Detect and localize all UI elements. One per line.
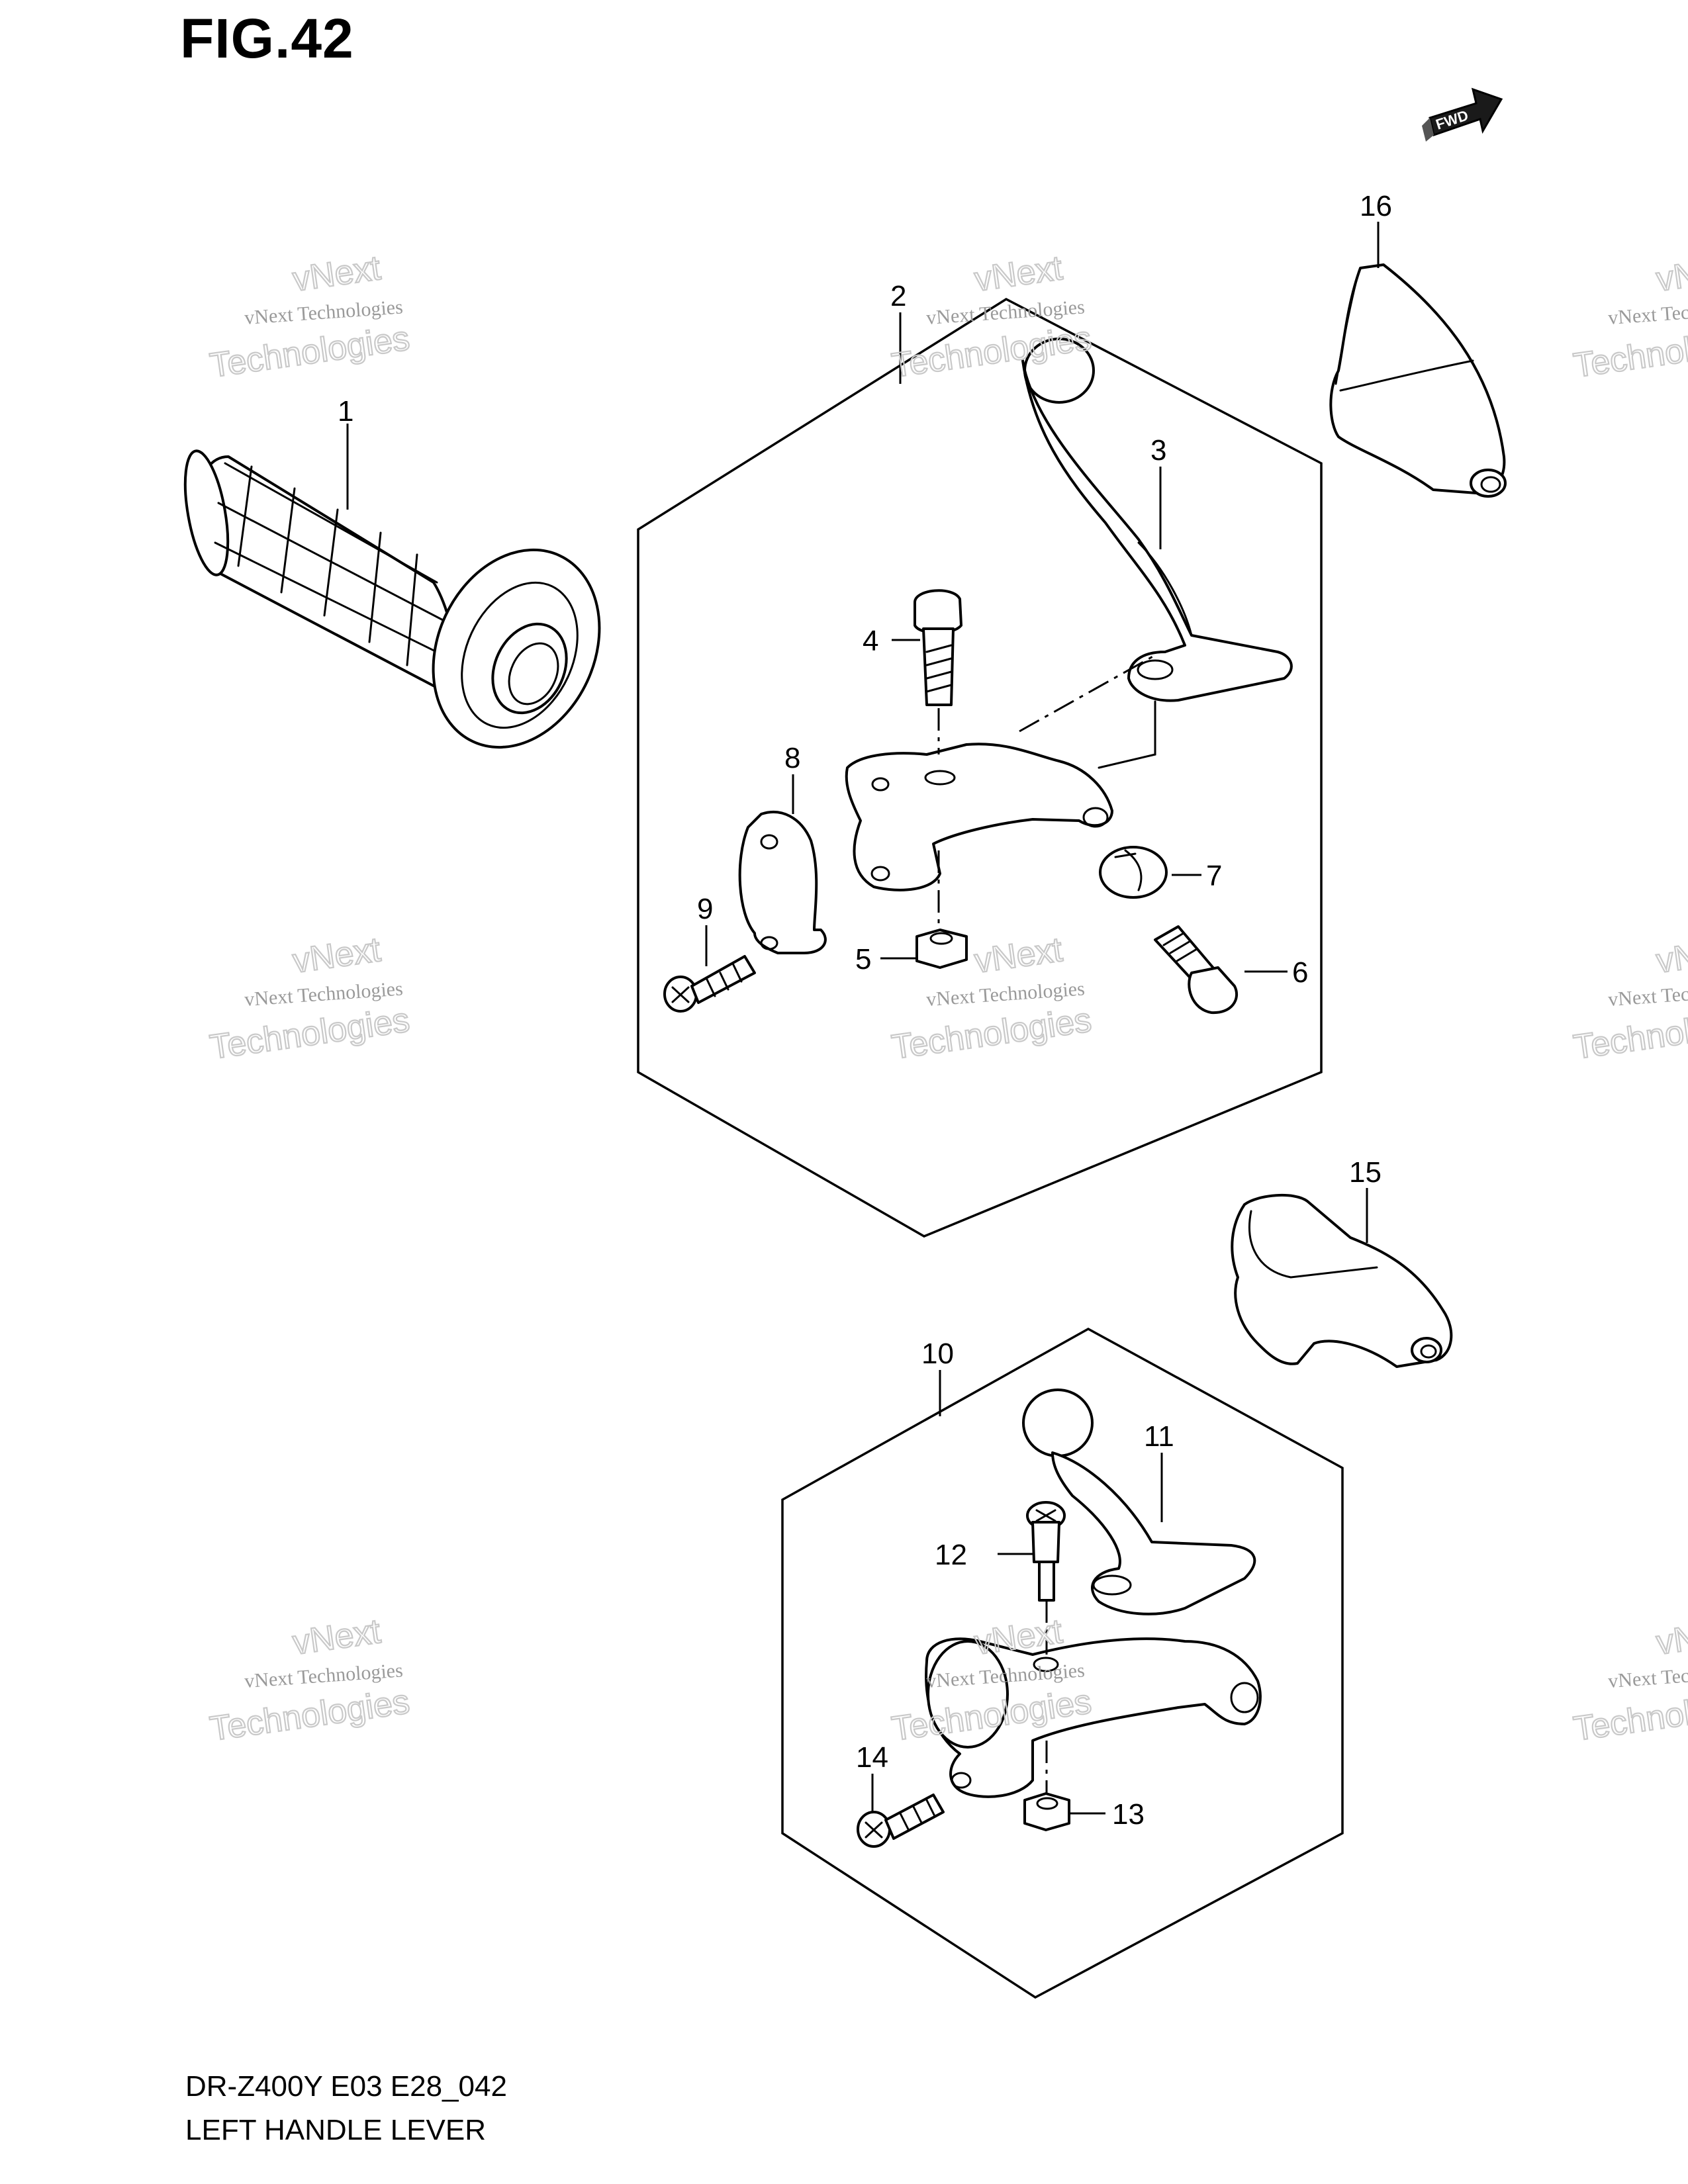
watermark: vNext vNext Technologies Technologies bbox=[207, 248, 412, 386]
callout-8: 8 bbox=[784, 742, 800, 774]
kit-boundary-lower bbox=[781, 1328, 1344, 1999]
clamp-upper-part bbox=[738, 810, 827, 954]
watermark: vNext vNext Technologies Technologies bbox=[1570, 930, 1688, 1068]
svg-text:Technologies: Technologies bbox=[208, 319, 412, 385]
svg-text:vNext Technologies: vNext Technologies bbox=[1607, 296, 1688, 329]
callout-12: 12 bbox=[935, 1539, 967, 1571]
clutch-lever-upper-part bbox=[1021, 338, 1293, 702]
pivot-bolt-lower-part bbox=[1026, 1501, 1066, 1602]
svg-text:Technologies: Technologies bbox=[208, 1001, 412, 1067]
callout-7: 7 bbox=[1206, 860, 1222, 892]
clamp-screw-upper-part bbox=[663, 955, 756, 1013]
callout-10: 10 bbox=[921, 1338, 954, 1370]
svg-text:vNext: vNext bbox=[291, 931, 383, 981]
lever-cover-lower-part bbox=[1231, 1194, 1453, 1368]
svg-text:vNext: vNext bbox=[1654, 249, 1688, 299]
watermark: vNext vNext Technologies Technologies bbox=[207, 1612, 412, 1749]
lever-cover-upper-part bbox=[1329, 263, 1507, 498]
nut-upper-part bbox=[915, 929, 968, 969]
handle-grip-part bbox=[183, 449, 601, 749]
clamp-screw-lower-part bbox=[857, 1794, 945, 1848]
cable-ring-part bbox=[1099, 846, 1168, 899]
callout-14: 14 bbox=[856, 1741, 888, 1774]
nut-lower-part bbox=[1023, 1792, 1070, 1831]
assembly-lines bbox=[937, 654, 1156, 1794]
watermark: vNext vNext Technologies Technologies bbox=[1570, 1612, 1688, 1749]
lever-bracket-lower-part bbox=[925, 1637, 1262, 1798]
svg-text:vNext Technologies: vNext Technologies bbox=[1607, 978, 1688, 1011]
figure-title: FIG.42 bbox=[180, 7, 354, 69]
svg-text:vNext: vNext bbox=[1654, 931, 1688, 981]
leader-lines bbox=[346, 222, 1380, 1815]
svg-text:vNext: vNext bbox=[972, 931, 1065, 981]
fwd-arrow-icon: FWD bbox=[1422, 87, 1503, 142]
callout-6: 6 bbox=[1292, 956, 1308, 989]
model-code: DR-Z400Y E03 E28_042 bbox=[185, 2070, 507, 2103]
pivot-bolt-upper-part bbox=[914, 589, 962, 706]
callout-5: 5 bbox=[855, 943, 871, 976]
callout-13: 13 bbox=[1112, 1798, 1145, 1831]
svg-text:Technologies: Technologies bbox=[1571, 319, 1688, 385]
watermark: vNext vNext Technologies Technologies bbox=[207, 930, 412, 1068]
figure-name: LEFT HANDLE LEVER bbox=[185, 2114, 487, 2146]
svg-text:vNext Technologies: vNext Technologies bbox=[1607, 1659, 1688, 1692]
lever-bracket-upper-part bbox=[845, 743, 1113, 891]
svg-text:vNext: vNext bbox=[291, 1612, 383, 1662]
svg-text:Technologies: Technologies bbox=[890, 1001, 1094, 1067]
callout-4: 4 bbox=[863, 625, 878, 657]
lever-lower-part bbox=[1022, 1388, 1256, 1615]
callout-15: 15 bbox=[1349, 1156, 1382, 1189]
callout-1: 1 bbox=[338, 395, 353, 428]
svg-text:vNext: vNext bbox=[291, 249, 383, 299]
callout-11: 11 bbox=[1144, 1420, 1174, 1453]
callout-16: 16 bbox=[1360, 190, 1392, 222]
callout-9: 9 bbox=[697, 893, 713, 925]
kit-boundary-upper bbox=[637, 297, 1323, 1238]
svg-text:vNext: vNext bbox=[972, 249, 1065, 299]
svg-text:vNext: vNext bbox=[1654, 1612, 1688, 1662]
adjuster-bolt-part bbox=[1154, 925, 1239, 1015]
watermark: vNext vNext Technologies Technologies bbox=[1570, 248, 1688, 386]
svg-text:Technologies: Technologies bbox=[1571, 1001, 1688, 1067]
callout-labels: 1 2 3 4 5 6 7 8 9 10 11 12 13 14 15 16 bbox=[338, 190, 1392, 1831]
callout-2: 2 bbox=[890, 280, 906, 312]
callout-3: 3 bbox=[1150, 434, 1166, 467]
svg-text:Technologies: Technologies bbox=[1571, 1682, 1688, 1749]
svg-text:Technologies: Technologies bbox=[208, 1682, 412, 1749]
